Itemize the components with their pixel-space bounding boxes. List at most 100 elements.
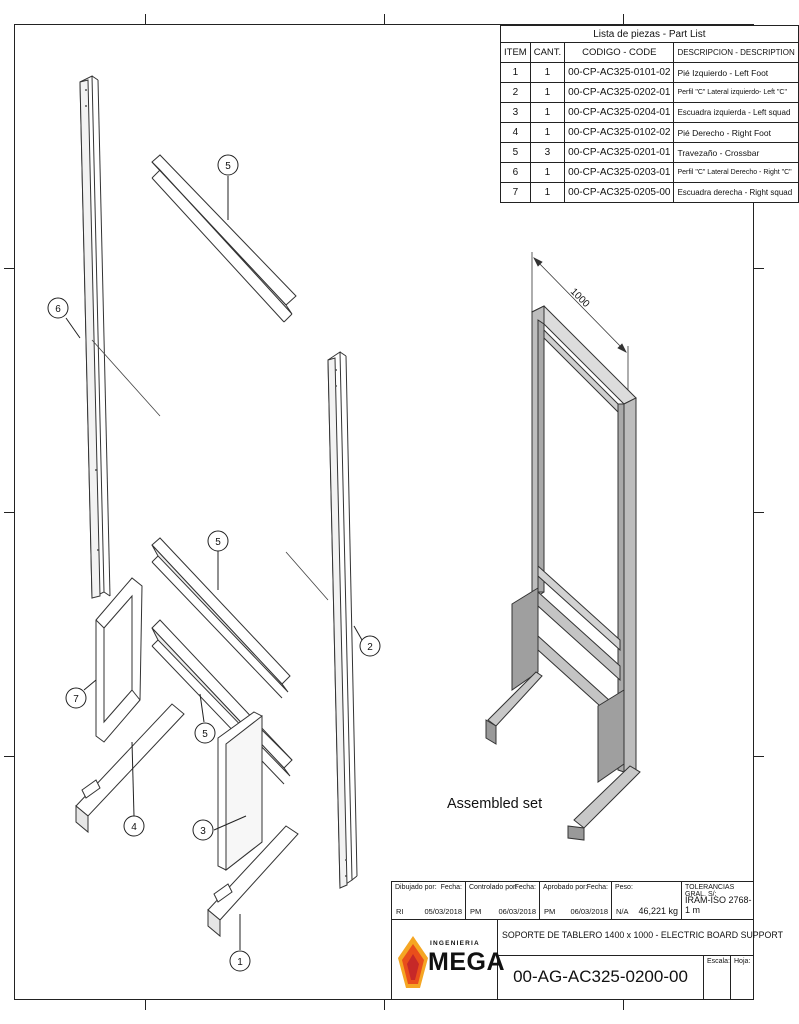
- balloon-7: [65, 687, 87, 709]
- item-cell: 1: [500, 62, 531, 83]
- part-4-right-foot: [75, 703, 185, 834]
- code-cell: 00-CP-AC325-0205-00: [564, 182, 675, 203]
- drawing-description: SOPORTE DE TABLERO 1400 x 1000 - ELECTRI…: [502, 930, 783, 940]
- zone-tick: [623, 1000, 624, 1010]
- item-cell: 3: [500, 102, 531, 123]
- drawing-number: 00-AG-AC325-0200-00: [513, 967, 688, 986]
- approved-date-label: Fecha:: [586, 884, 608, 891]
- code-cell: 00-CP-AC325-0203-01: [564, 162, 675, 183]
- header-item: ITEM: [500, 42, 531, 63]
- balloon-7-label: 7: [73, 694, 79, 705]
- desc-cell: Perfil "C" Lateral izquierdo- Left "C": [673, 82, 799, 103]
- zone-tick: [4, 756, 14, 757]
- weight-value: 46,221 kg: [638, 906, 678, 916]
- technical-drawing: [75, 75, 641, 938]
- assembled-set-label: Assembled set: [447, 796, 543, 812]
- desc-cell: Pié Derecho - Right Foot: [673, 122, 799, 143]
- zone-tick: [754, 756, 764, 757]
- item-cell: 6: [500, 162, 531, 183]
- qty-cell: 1: [529, 82, 566, 103]
- mega-flame-icon: [398, 936, 428, 988]
- balloon-4: [123, 815, 145, 837]
- zone-tick: [623, 14, 624, 24]
- weight-na: N/A: [616, 907, 629, 916]
- drawn-by: RI: [396, 907, 404, 916]
- sheet-label: Hoja:: [734, 958, 751, 965]
- assembled-view: [485, 252, 641, 841]
- balloon-6-label: 6: [55, 304, 61, 315]
- balloon-5c-label: 5: [202, 729, 208, 740]
- item-cell: 5: [500, 142, 531, 163]
- drawing-number-cell: 00-AG-AC325-0200-00: [498, 956, 704, 999]
- balloon-3-label: 3: [200, 826, 206, 837]
- balloon-2: [359, 635, 381, 657]
- weight-label: Peso:: [615, 884, 633, 891]
- part-1-left-foot: [207, 825, 299, 938]
- approved-by: PM: [544, 907, 556, 916]
- part-7-right-squad: [95, 577, 143, 743]
- balloons-layer: 5 6 5 2 5 7 4 3 1 1000: [47, 154, 592, 972]
- zone-tick: [754, 268, 764, 269]
- approved-by-cell: Aprobado por: Fecha: PM 06/03/2018: [540, 882, 612, 920]
- balloon-2-label: 2: [367, 642, 373, 653]
- desc-cell: Escuadra izquierda - Left squad: [673, 102, 799, 123]
- checked-date-label: Fecha:: [514, 884, 536, 891]
- code-cell: 00-CP-AC325-0101-02: [564, 62, 675, 83]
- zone-tick: [384, 14, 385, 24]
- part-list-table: Lista de piezas - Part List ITEM CANT. C…: [500, 25, 799, 203]
- header-code: CODIGO - CODE: [564, 42, 675, 63]
- balloon-5b: [207, 530, 229, 552]
- balloon-5c: [194, 722, 216, 744]
- part-5-crossbar-middle: [151, 537, 291, 699]
- code-cell: 00-CP-AC325-0202-01: [564, 82, 675, 103]
- balloon-3: [192, 819, 214, 841]
- item-cell: 7: [500, 182, 531, 203]
- qty-cell: 1: [529, 162, 566, 183]
- zone-tick: [4, 268, 14, 269]
- company-logo: INGENIERIA MEGA: [392, 920, 505, 999]
- part-list-title: Lista de piezas - Part List: [500, 25, 799, 43]
- header-qty: CANT.: [529, 42, 566, 63]
- description-cell: SOPORTE DE TABLERO 1400 x 1000 - ELECTRI…: [498, 920, 783, 956]
- qty-cell: 1: [529, 122, 566, 143]
- balloon-1: [229, 950, 251, 972]
- part-6-left-c-profile: [79, 75, 111, 599]
- checked-label: Controlado por:: [469, 884, 518, 891]
- qty-cell: 1: [529, 62, 566, 83]
- zone-tick: [4, 512, 14, 513]
- qty-cell: 1: [529, 182, 566, 203]
- desc-cell: Escuadra derecha - Right squad: [673, 182, 799, 203]
- balloon-6: [47, 297, 69, 319]
- company-name: MEGA: [428, 948, 505, 976]
- drawn-label: Dibujado por:: [395, 884, 437, 891]
- scale-label: Escala:: [707, 958, 730, 965]
- tolerance-cell: TOLERANCIAS GRAL. S/: IRAM-ISO 2768-1 m: [682, 882, 753, 920]
- zone-tick: [384, 1000, 385, 1010]
- zone-tick: [145, 1000, 146, 1010]
- title-block: Dibujado por: Fecha: RI 05/03/2018 Contr…: [391, 881, 783, 1000]
- zone-tick: [145, 14, 146, 24]
- balloon-5a-label: 5: [225, 161, 231, 172]
- code-cell: 00-CP-AC325-0204-01: [564, 102, 675, 123]
- balloon-1-label: 1: [237, 957, 243, 968]
- scale-cell: Escala:: [704, 956, 731, 999]
- zone-tick: [754, 512, 764, 513]
- qty-cell: 1: [529, 102, 566, 123]
- item-cell: 4: [500, 122, 531, 143]
- checked-date: 06/03/2018: [498, 907, 536, 916]
- desc-cell: Travezaño - Crossbar: [673, 142, 799, 163]
- desc-cell: Perfil "C" Lateral Derecho - Right "C": [673, 162, 799, 183]
- company-small-text: INGENIERIA: [430, 940, 480, 947]
- desc-cell: Pié Izquierdo - Left Foot: [673, 62, 799, 83]
- drawing-frame: [14, 24, 754, 1000]
- part-5-crossbar-top: [151, 154, 297, 323]
- balloon-5b-label: 5: [215, 537, 221, 548]
- code-cell: 00-CP-AC325-0201-01: [564, 142, 675, 163]
- sheet-cell: Hoja:: [731, 956, 753, 999]
- balloon-4-label: 4: [131, 822, 137, 833]
